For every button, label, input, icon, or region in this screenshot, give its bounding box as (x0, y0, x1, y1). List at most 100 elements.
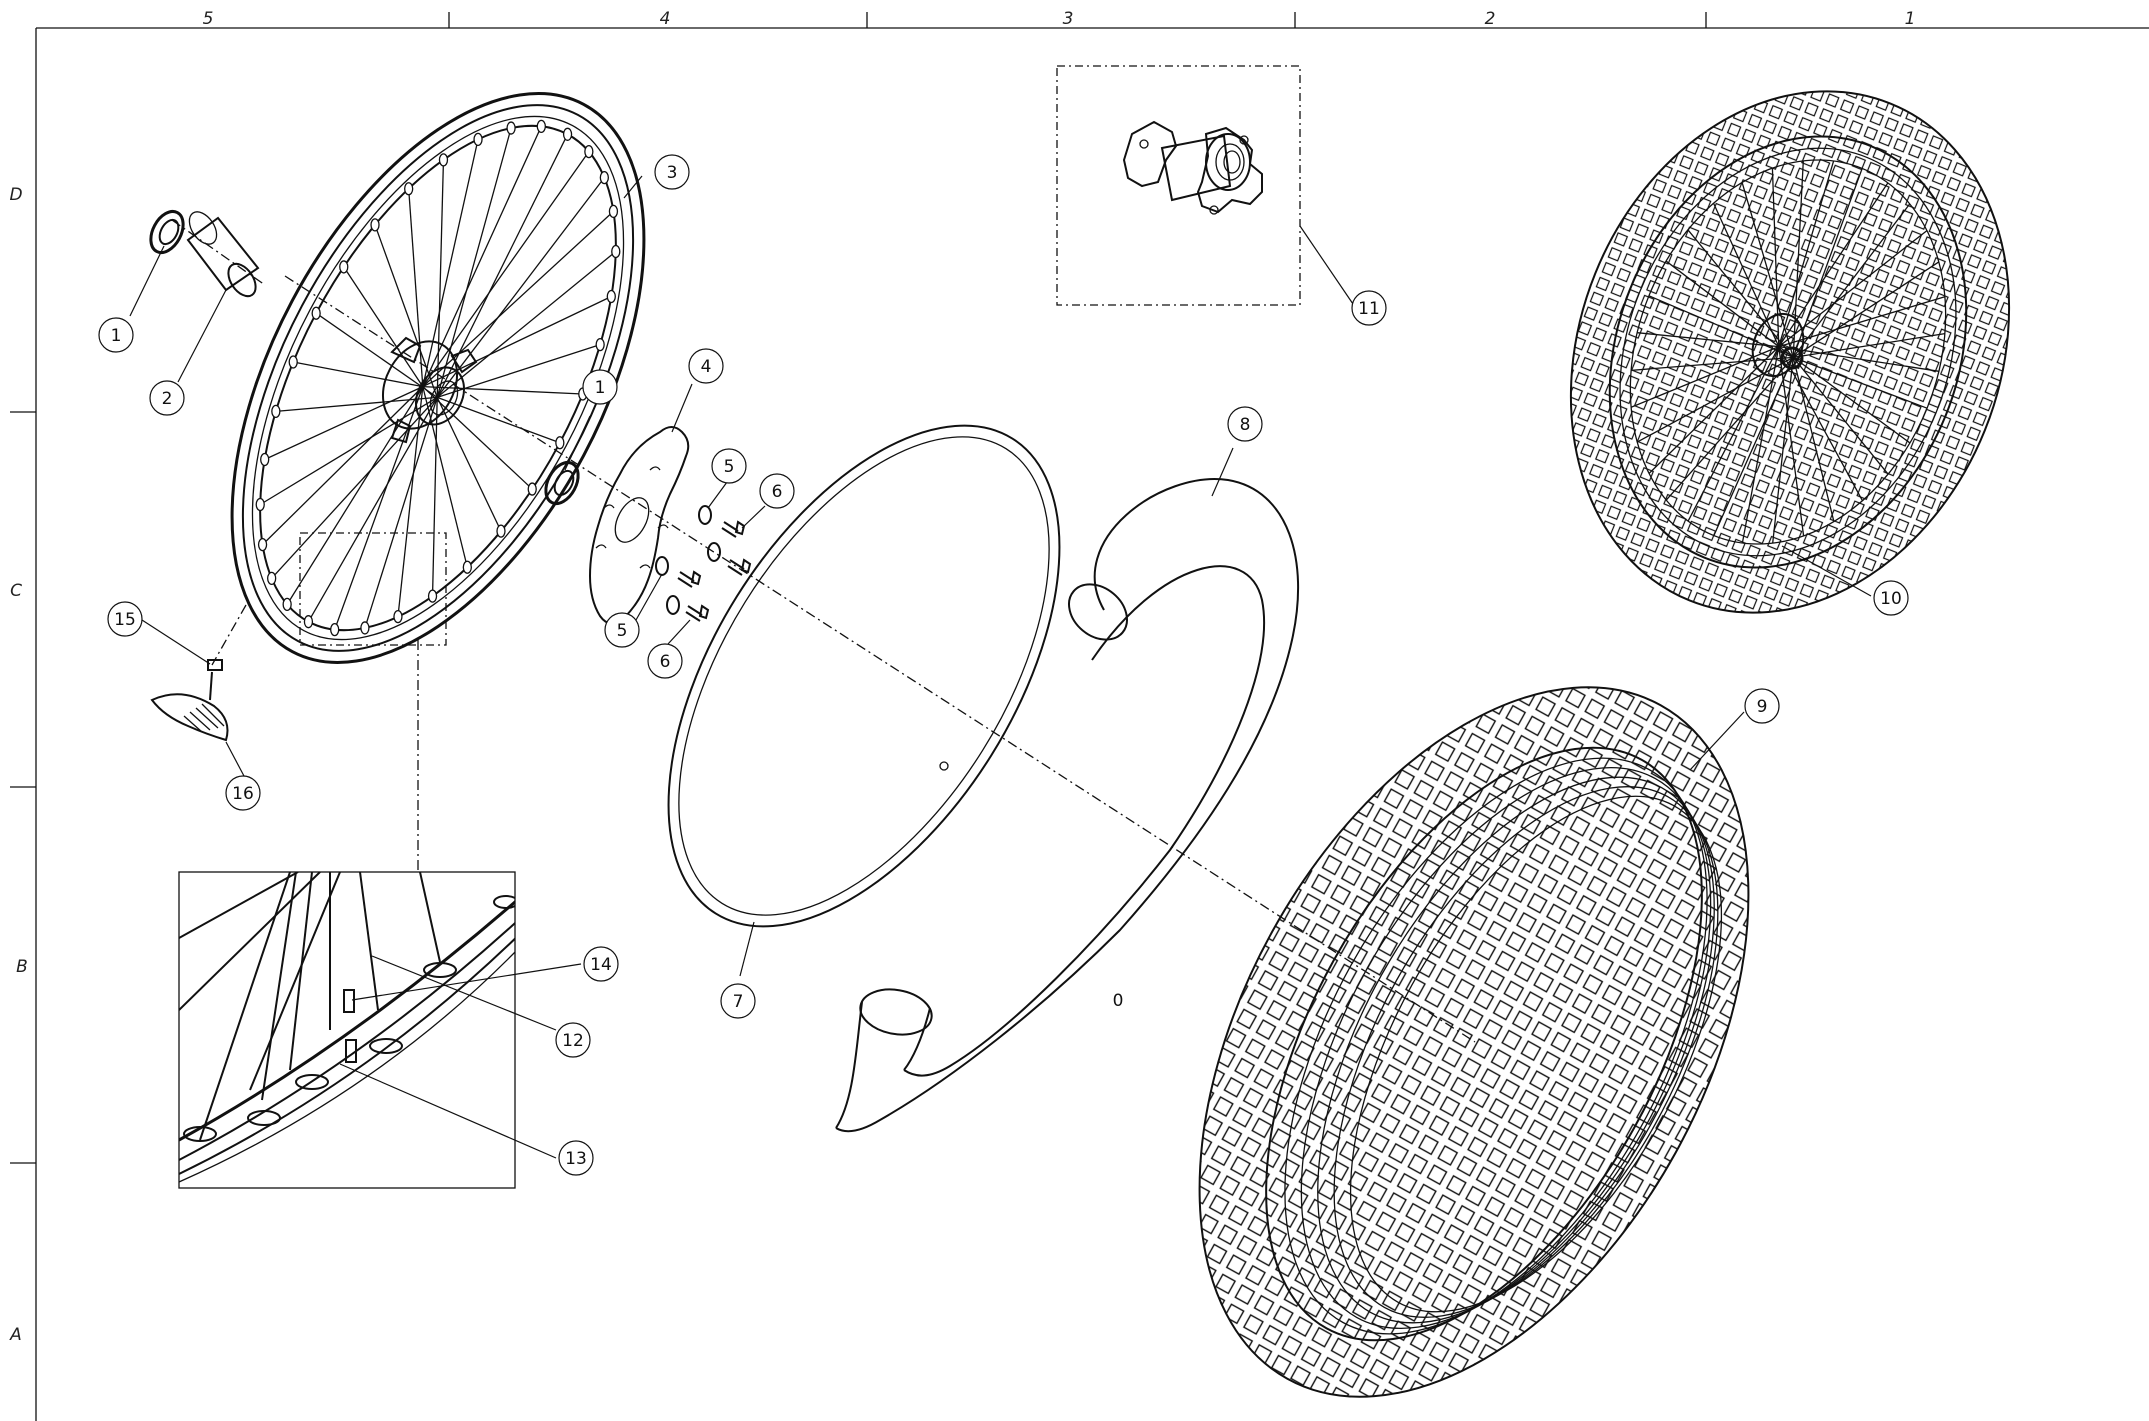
spokes (1630, 160, 1946, 544)
spoke-nipple (404, 182, 414, 196)
spoke-nipple (473, 132, 483, 147)
spoke (315, 312, 438, 398)
svg-text:16: 16 (232, 784, 254, 804)
spoke (422, 386, 468, 568)
spoke (1792, 356, 1889, 475)
spoke (1778, 230, 1928, 348)
spoke-nipple (311, 306, 321, 320)
spoke (374, 224, 438, 398)
spoke (436, 134, 569, 398)
valve-marker: 0 (1113, 991, 1124, 1011)
spoke (422, 295, 612, 388)
svg-text:6: 6 (660, 652, 671, 672)
hub (1122, 120, 1263, 215)
tire (1198, 686, 1750, 1398)
spoke-nipples (255, 119, 621, 637)
item-balloons: 1 2 3 1 4 5 6 5 6 15 16 7 8 9 10 11 12 1… (98, 154, 1909, 1176)
row-label: C (10, 581, 22, 601)
balloon-6: 6 (759, 473, 795, 509)
balloon-6b: 6 (647, 643, 683, 679)
inner-tube: 0 (835, 478, 1300, 1133)
rim-strip (667, 424, 1061, 928)
spoke (1792, 357, 1835, 522)
bearing (544, 460, 580, 506)
spoke (1665, 260, 1780, 348)
spoke-nipple (271, 404, 281, 419)
svg-text:2: 2 (162, 389, 173, 409)
spoke-nipple (562, 127, 573, 141)
spoke (1792, 160, 1804, 358)
svg-text:11: 11 (1358, 299, 1380, 319)
row-label: B (16, 957, 28, 977)
spoke (364, 397, 438, 629)
balloon-11: 11 (1351, 290, 1387, 326)
spoke-nipple (462, 560, 472, 574)
spokes (259, 126, 617, 630)
spoke-nipple (370, 218, 380, 232)
washers-and-bolts (655, 505, 752, 622)
spoke (422, 385, 583, 395)
spoke-nipple (288, 355, 298, 369)
svg-text:7: 7 (733, 992, 744, 1012)
hub (382, 336, 478, 444)
spoke (1712, 203, 1780, 347)
spoke (334, 386, 424, 630)
column-label: 5 (203, 9, 214, 29)
spoke (293, 361, 423, 388)
spacer-tube (186, 211, 260, 298)
spoke (1792, 356, 1928, 409)
spoke-nipple (608, 204, 619, 219)
balloon-10: 10 (1873, 580, 1909, 616)
spoke (1792, 261, 1940, 358)
balloon-2: 2 (149, 380, 185, 416)
spoke (422, 139, 479, 387)
spoke (1687, 229, 1794, 358)
column-label: 4 (660, 9, 671, 29)
svg-text:3: 3 (667, 163, 678, 183)
spoke (431, 397, 438, 597)
spoke (1631, 356, 1794, 371)
svg-text:10: 10 (1880, 589, 1902, 609)
svg-text:9: 9 (1757, 697, 1768, 717)
spoke-nipple (599, 170, 609, 185)
svg-text:5: 5 (617, 621, 628, 641)
spoke (1687, 346, 1780, 522)
spoke-nipple (427, 589, 438, 603)
balloon-1: 1 (98, 317, 134, 353)
spoke-nipple (267, 571, 277, 586)
spoke (259, 396, 438, 506)
spoke (343, 266, 424, 387)
hub-detail-view (1056, 65, 1301, 306)
spoke (422, 386, 533, 490)
balloon-5b: 5 (604, 612, 640, 648)
balloon-7: 7 (720, 983, 756, 1019)
svg-text:1: 1 (595, 378, 606, 398)
bearing (149, 209, 185, 255)
balloon-4: 4 (688, 348, 724, 384)
valve-core (207, 659, 223, 671)
spoke (307, 397, 438, 623)
column-label: 3 (1063, 9, 1074, 29)
spoke-nipple (496, 524, 506, 538)
balloon-9: 9 (1744, 688, 1780, 724)
svg-text:8: 8 (1240, 415, 1251, 435)
svg-text:15: 15 (114, 610, 136, 630)
balloon-16: 16 (225, 775, 261, 811)
brake-disc (588, 426, 690, 625)
spoke-nipple (260, 452, 270, 467)
balloon-12: 12 (555, 1022, 591, 1058)
column-label: 1 (1905, 9, 1916, 29)
spoke (1630, 345, 1780, 408)
svg-text:5: 5 (724, 457, 735, 477)
spoke (1648, 295, 1794, 358)
spoke (262, 386, 424, 546)
spoke (422, 126, 542, 387)
balloon-14: 14 (583, 946, 619, 982)
svg-text:6: 6 (772, 482, 783, 502)
wheel-assembly (230, 92, 646, 664)
row-label: A (9, 1325, 22, 1345)
spoke-nipple (360, 621, 370, 635)
spoke (1771, 168, 1780, 347)
spoke (264, 386, 424, 461)
